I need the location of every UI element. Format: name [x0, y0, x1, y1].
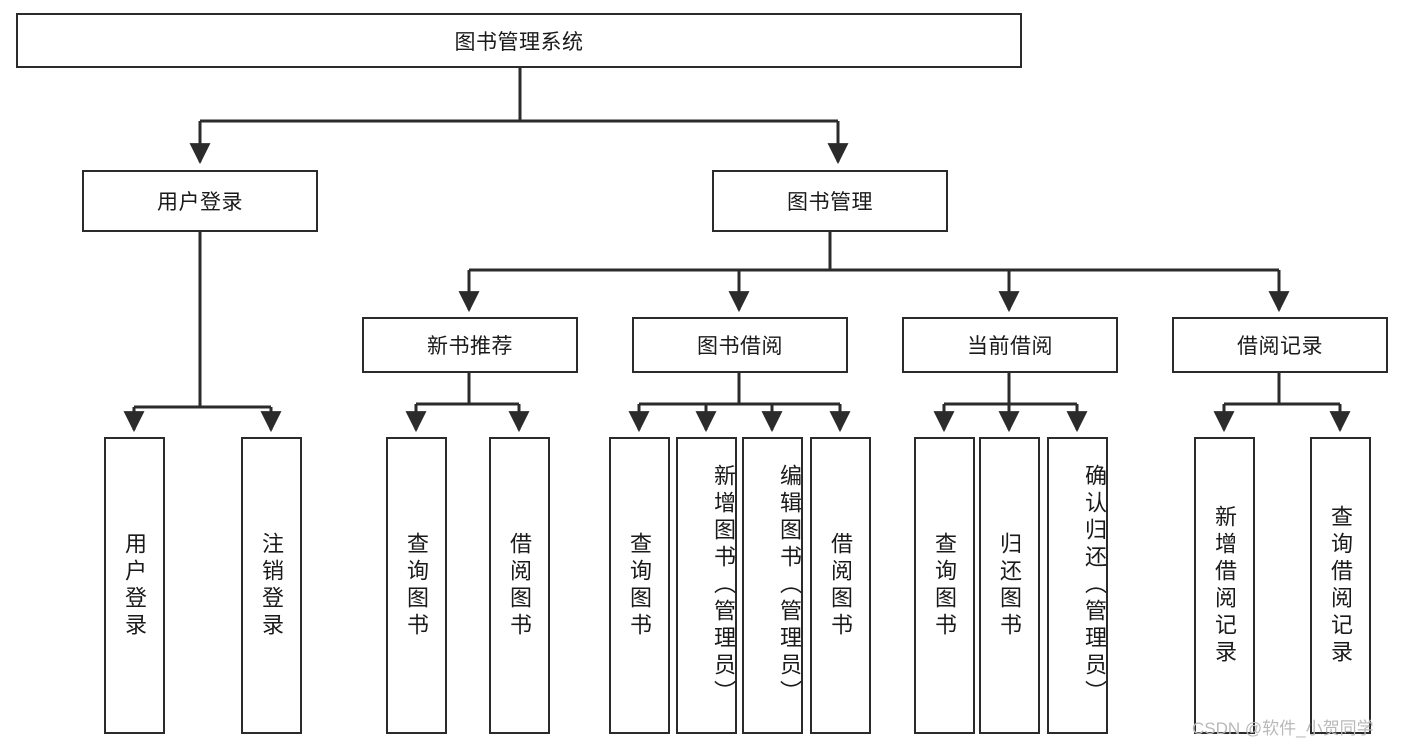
node-root-system[interactable]: 图书管理系统 — [16, 13, 1022, 68]
node-leaf-user-login[interactable]: 用户登录 — [104, 437, 165, 734]
node-book-management[interactable]: 图书管理 — [712, 170, 948, 232]
node-leaf-add-borrow-record[interactable]: 新增借阅记录 — [1194, 437, 1255, 734]
node-new-book-recommend[interactable]: 新书推荐 — [362, 317, 578, 373]
node-user-login[interactable]: 用户登录 — [82, 170, 318, 232]
node-book-borrow[interactable]: 图书借阅 — [632, 317, 848, 373]
node-borrow-records[interactable]: 借阅记录 — [1172, 317, 1388, 373]
node-leaf-query-borrow-record[interactable]: 查询借阅记录 — [1310, 437, 1371, 734]
watermark-text: CSDN @软件_小贺同学 — [1192, 719, 1374, 738]
node-leaf-query-book-recommend[interactable]: 查询图书 — [386, 437, 447, 734]
node-leaf-query-book-borrow[interactable]: 查询图书 — [609, 437, 670, 734]
node-leaf-add-book-admin[interactable]: 新增图书（管理员） — [676, 437, 737, 734]
node-current-borrow[interactable]: 当前借阅 — [902, 317, 1118, 373]
node-leaf-confirm-return-admin[interactable]: 确认归还（管理员） — [1047, 437, 1108, 734]
node-leaf-logout[interactable]: 注销登录 — [241, 437, 302, 734]
node-leaf-edit-book-admin[interactable]: 编辑图书（管理员） — [742, 437, 803, 734]
node-leaf-borrow-book[interactable]: 借阅图书 — [810, 437, 871, 734]
node-leaf-borrow-book-recommend[interactable]: 借阅图书 — [489, 437, 550, 734]
node-leaf-return-book[interactable]: 归还图书 — [979, 437, 1040, 734]
node-leaf-query-book-current[interactable]: 查询图书 — [914, 437, 975, 734]
